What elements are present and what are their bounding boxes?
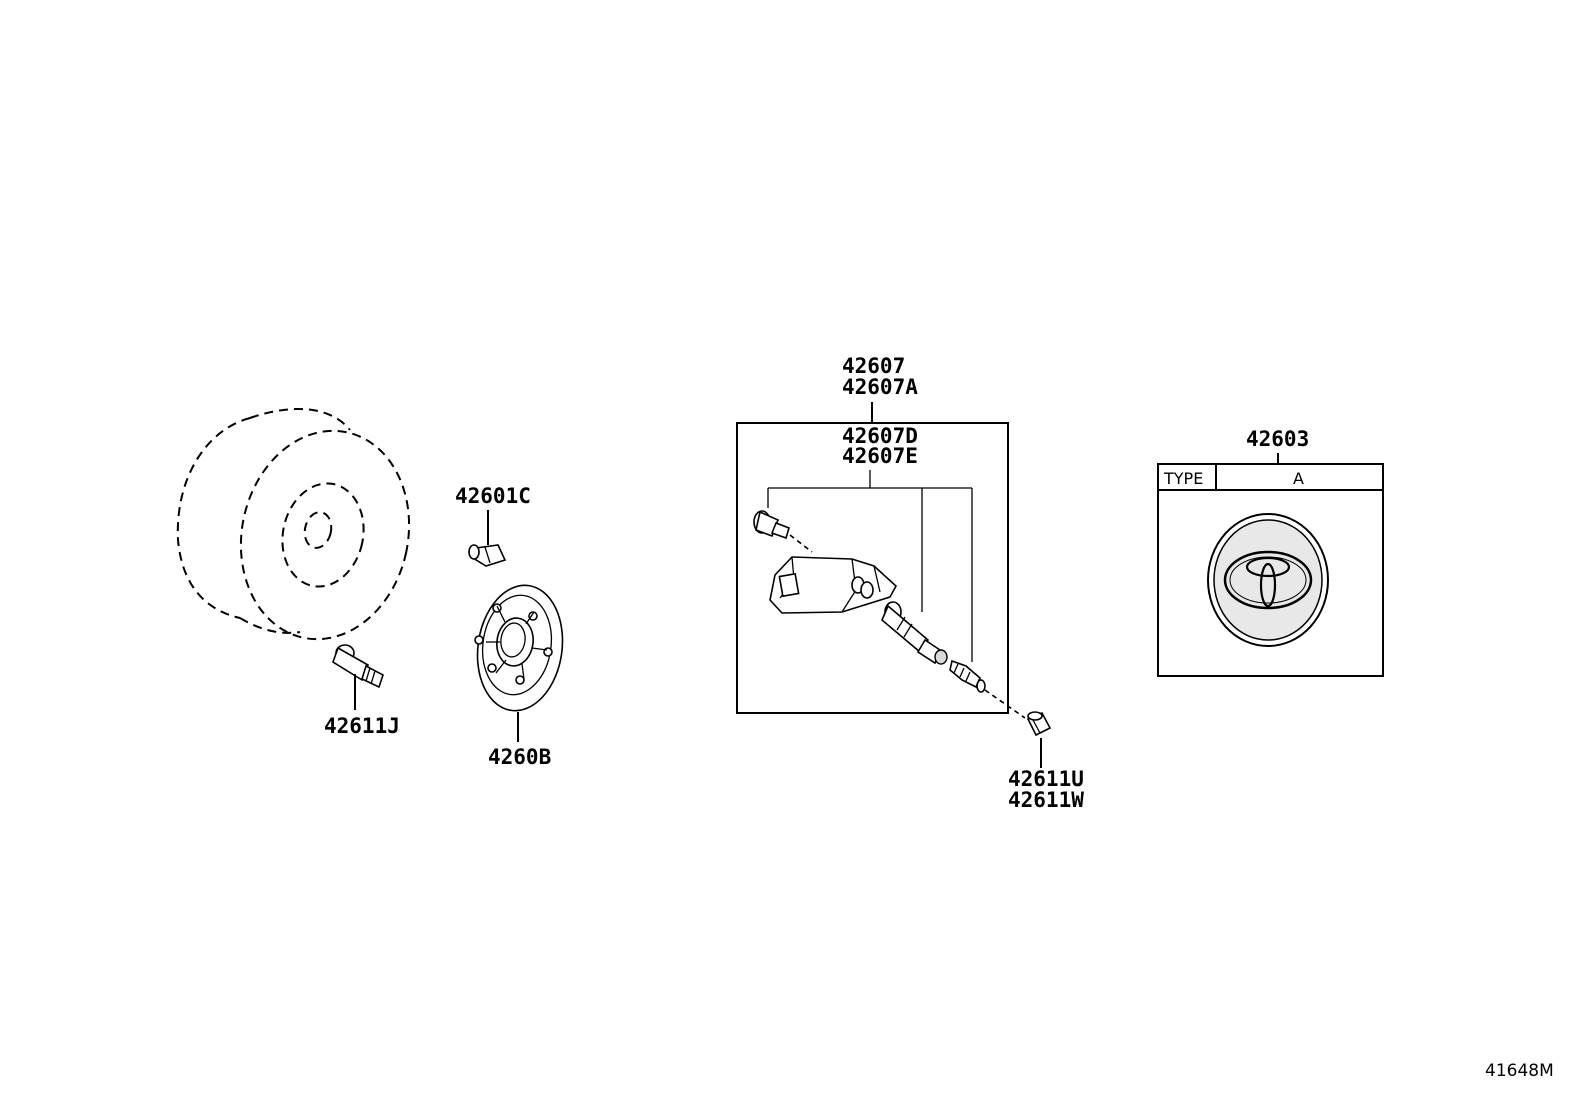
label-42607: 42607 (842, 354, 905, 378)
label-42607A: 42607A (842, 375, 918, 399)
sensor-kit-frame (736, 422, 1009, 714)
type-table (1157, 463, 1384, 677)
label-42603: 42603 (1246, 427, 1309, 451)
label-42611J: 42611J (324, 714, 400, 738)
sensor-screw (753, 510, 790, 540)
label-42607E: 42607E (842, 444, 918, 468)
label-42611W: 42611W (1008, 788, 1084, 812)
type-table-header: TYPE (1163, 469, 1203, 488)
label-42601C: 42601C (455, 484, 531, 508)
hub-nut (468, 544, 507, 567)
diagram-reference-number: 41648M (1485, 1061, 1554, 1081)
valve-stem-left (332, 644, 384, 710)
sensor-valve-stem (881, 601, 948, 665)
valve-cap (1026, 711, 1052, 737)
label-42611U: 42611U (1008, 767, 1084, 791)
type-table-value: A (1293, 469, 1304, 488)
hub-plate (474, 584, 564, 712)
valve-core (949, 659, 986, 693)
label-42607D: 42607D (842, 424, 918, 448)
wheel-phantom (176, 408, 411, 641)
tpms-sensor-body (769, 556, 898, 614)
label-4260B: 4260B (488, 745, 551, 769)
toyota-emblem-icon (1207, 513, 1329, 647)
